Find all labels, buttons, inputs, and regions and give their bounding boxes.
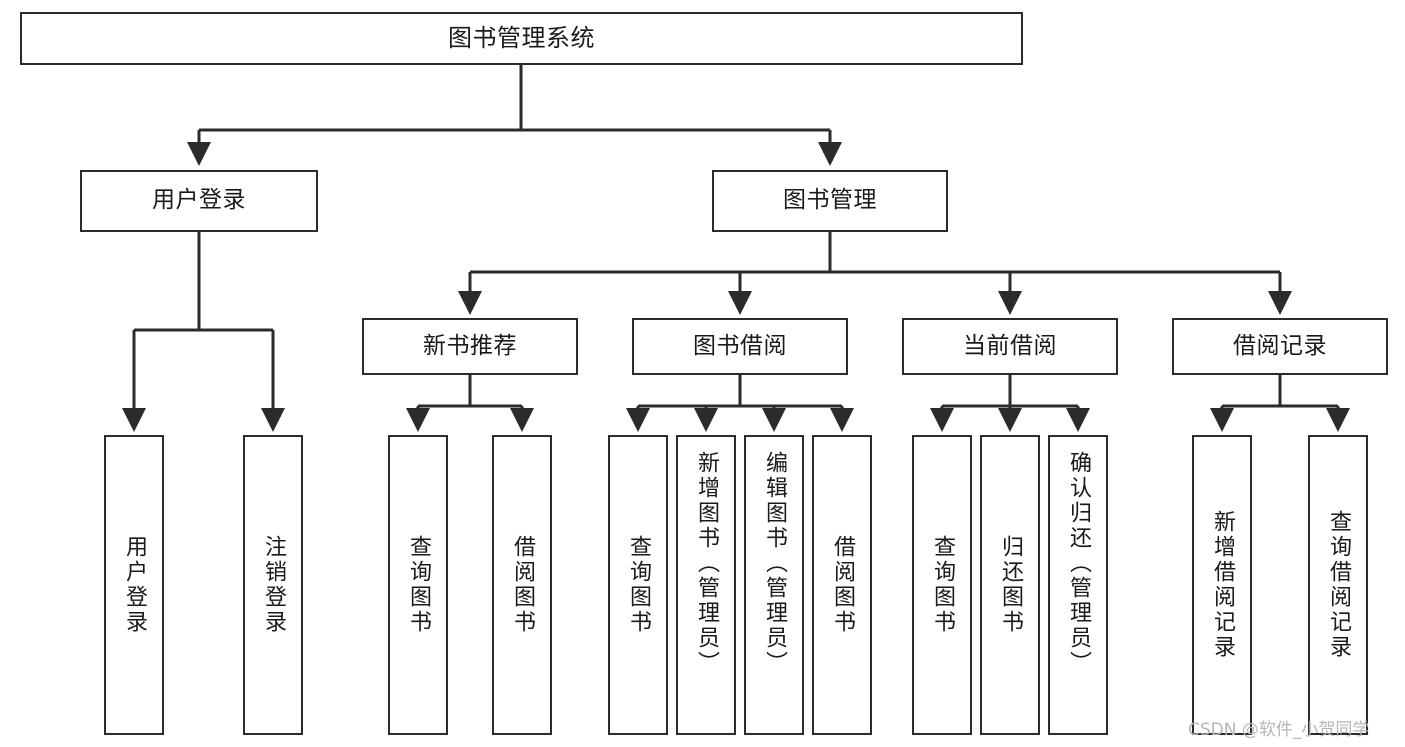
node-label: 归还图书 xyxy=(998,535,1023,635)
node-label: 确认归还（管理员） xyxy=(1066,451,1091,676)
node-label: 查询图书 xyxy=(626,535,651,635)
node-current-borrow[interactable]: 当前借阅 xyxy=(902,318,1118,375)
leaf-new-book-query-book[interactable]: 查询图书 xyxy=(388,435,448,735)
node-label: 编辑图书（管理员） xyxy=(762,451,787,676)
node-user-login[interactable]: 用户登录 xyxy=(80,170,318,232)
leaf-user-login-logout[interactable]: 注销登录 xyxy=(243,435,303,735)
node-label: 查询图书 xyxy=(406,535,431,635)
leaf-user-login-login[interactable]: 用户登录 xyxy=(104,435,164,735)
leaf-book-borrow-borrow-book[interactable]: 借阅图书 xyxy=(812,435,872,735)
node-label: 新增借阅记录 xyxy=(1210,510,1235,660)
node-label: 注销登录 xyxy=(261,535,286,635)
node-label: 借阅图书 xyxy=(830,535,855,635)
leaf-book-borrow-edit-book-admin[interactable]: 编辑图书（管理员） xyxy=(744,435,804,735)
node-root-book-management-system[interactable]: 图书管理系统 xyxy=(20,12,1023,65)
node-label: 图书管理系统 xyxy=(448,24,595,53)
leaf-current-borrow-return-book[interactable]: 归还图书 xyxy=(980,435,1040,735)
leaf-book-borrow-add-book-admin[interactable]: 新增图书（管理员） xyxy=(676,435,736,735)
leaf-book-borrow-query-book[interactable]: 查询图书 xyxy=(608,435,668,735)
leaf-current-borrow-confirm-return-admin[interactable]: 确认归还（管理员） xyxy=(1048,435,1108,735)
node-label: 图书借阅 xyxy=(693,332,787,359)
leaf-current-borrow-query-book[interactable]: 查询图书 xyxy=(912,435,972,735)
node-label: 借阅图书 xyxy=(510,535,535,635)
leaf-borrow-record-query-record[interactable]: 查询借阅记录 xyxy=(1308,435,1368,735)
node-label: 新书推荐 xyxy=(423,332,517,359)
node-label: 用户登录 xyxy=(122,535,147,635)
node-book-borrow[interactable]: 图书借阅 xyxy=(632,318,848,375)
node-label: 查询借阅记录 xyxy=(1326,510,1351,660)
node-book-management[interactable]: 图书管理 xyxy=(712,170,948,232)
node-borrow-record[interactable]: 借阅记录 xyxy=(1172,318,1388,375)
node-label: 新增图书（管理员） xyxy=(694,451,719,676)
leaf-borrow-record-add-record[interactable]: 新增借阅记录 xyxy=(1192,435,1252,735)
node-label: 用户登录 xyxy=(152,187,246,214)
node-label: 查询图书 xyxy=(930,535,955,635)
node-new-book-recommend[interactable]: 新书推荐 xyxy=(362,318,578,375)
node-label: 当前借阅 xyxy=(963,332,1057,359)
node-label: 图书管理 xyxy=(783,187,877,214)
leaf-new-book-borrow-book[interactable]: 借阅图书 xyxy=(492,435,552,735)
node-label: 借阅记录 xyxy=(1233,332,1327,359)
csdn-watermark: CSDN @软件_小贺同学 xyxy=(1188,720,1370,740)
